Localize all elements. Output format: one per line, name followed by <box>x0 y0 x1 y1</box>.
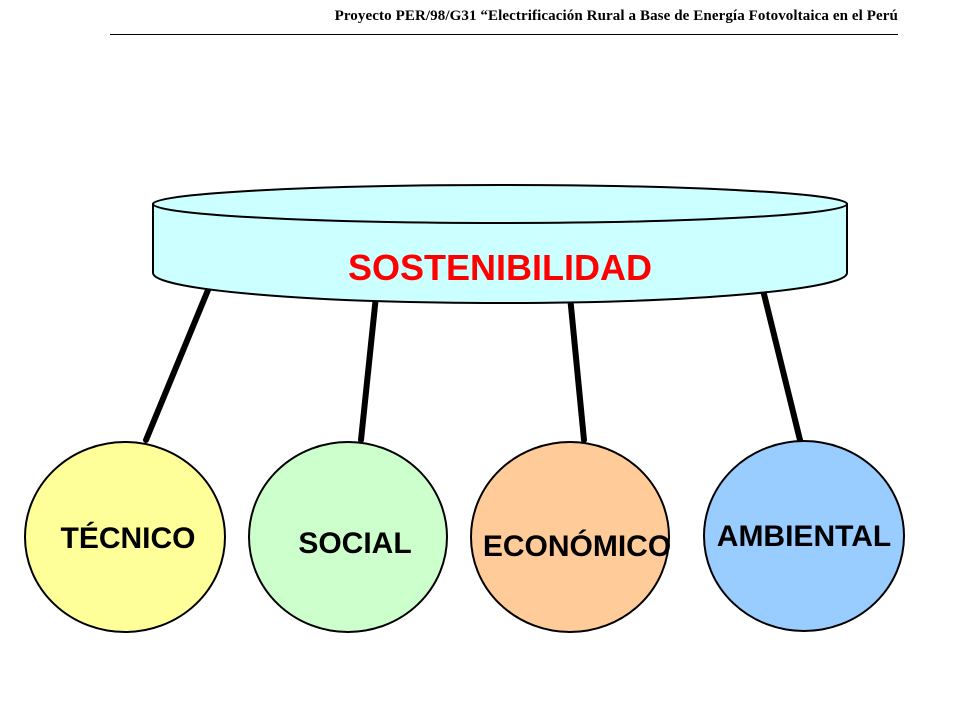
disc-body <box>152 203 848 304</box>
pillar-social-label: SOCIAL <box>298 527 411 560</box>
pillar-social: SOCIAL <box>248 441 448 633</box>
pillar-economico-shape <box>470 441 670 633</box>
connectors <box>143 287 803 443</box>
sostenibilidad-disc: SOSTENIBILIDAD <box>152 184 848 304</box>
header-underline <box>110 34 898 35</box>
connector-ambiental <box>760 287 803 443</box>
document-header: Proyecto PER/98/G31 “Electrificación Rur… <box>334 8 898 24</box>
pillar-ambiental-label: AMBIENTAL <box>717 520 891 553</box>
disc-top <box>152 184 848 224</box>
pillar-tecnico-shape <box>24 441 226 633</box>
pillar-ambiental: AMBIENTAL <box>703 440 905 632</box>
connector-tecnico <box>143 287 211 443</box>
pillar-ambiental-shape <box>703 440 905 632</box>
pillar-social-shape <box>248 441 448 633</box>
pillar-tecnico: TÉCNICO <box>24 441 226 633</box>
sostenibilidad-label: SOSTENIBILIDAD <box>348 247 652 288</box>
connector-social <box>358 293 379 443</box>
pillar-economico-label: ECONÓMICO <box>483 529 671 563</box>
connector-economico <box>567 293 587 443</box>
pillar-economico: ECONÓMICO <box>470 441 671 633</box>
pillar-tecnico-label: TÉCNICO <box>61 521 196 555</box>
